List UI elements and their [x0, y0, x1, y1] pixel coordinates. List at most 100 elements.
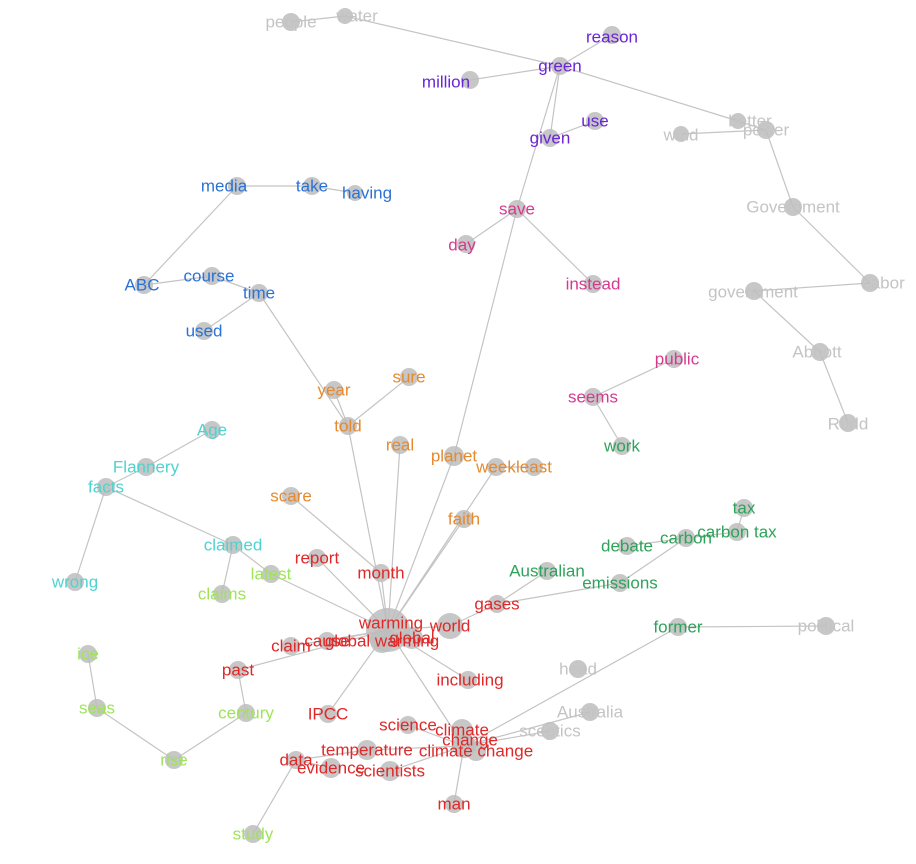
node-sceptics	[541, 722, 559, 740]
node-label-real: real	[386, 436, 414, 455]
edge-facts-wrong	[74, 486, 107, 583]
node-tax	[735, 499, 753, 517]
node-use	[586, 112, 604, 130]
edge-change-temperature	[366, 745, 465, 751]
node-scare	[282, 487, 300, 505]
node-label-world: world	[429, 617, 471, 636]
node-take	[303, 177, 321, 195]
node-australia	[581, 703, 599, 721]
node-reason	[603, 26, 621, 44]
node-seems	[584, 388, 602, 406]
node-label-day: day	[448, 236, 476, 255]
node-label-century: century	[218, 704, 274, 723]
node-climate-change	[466, 741, 486, 761]
node-rudd	[839, 414, 857, 432]
node-carbon	[677, 529, 695, 547]
node-label-claimed: claimed	[204, 536, 263, 555]
node-scientists	[380, 761, 400, 781]
node-label-ice: ice	[77, 645, 99, 664]
edge-told-warming	[347, 425, 389, 631]
node-label-ipcc: IPCC	[308, 705, 349, 724]
node-data	[287, 751, 305, 769]
node-planet	[444, 446, 464, 466]
node-label-sceptics: sceptics	[519, 722, 580, 741]
node-label-use: use	[581, 112, 608, 131]
node-label-faith: faith	[448, 510, 480, 529]
node-label-study: study	[233, 825, 274, 844]
node-label-save: save	[499, 200, 535, 219]
node-evidence	[321, 758, 341, 778]
edge-green-save	[516, 65, 561, 210]
node-label-data: data	[279, 751, 313, 770]
node-label-government: government	[708, 283, 798, 302]
node-month	[372, 564, 390, 582]
node-label-reason: reason	[586, 28, 638, 47]
edge-faith-warming	[387, 518, 465, 631]
edge-rise-century	[173, 712, 247, 761]
node-label-green: green	[538, 57, 581, 76]
node-label-global: global	[389, 629, 434, 648]
node-label-scare: scare	[270, 487, 312, 506]
edge-temperature-data	[295, 749, 368, 761]
node-people	[282, 13, 300, 31]
node-label-used: used	[186, 322, 223, 341]
node-label-cause: cause	[304, 632, 349, 651]
node-australian	[538, 562, 556, 580]
node-facts	[97, 478, 115, 496]
edge-emissions-gases	[496, 582, 621, 605]
edge-save-day	[465, 208, 518, 245]
edge-water-green	[344, 15, 561, 67]
edge-ice-seas	[87, 653, 98, 709]
node-century	[237, 704, 255, 722]
node-real	[391, 436, 409, 454]
node-label-week: week	[475, 458, 516, 477]
edge-time-used	[203, 292, 260, 332]
node-label-media: media	[201, 177, 248, 196]
node-label-abbott: Abbott	[792, 343, 841, 362]
node-told	[339, 417, 357, 435]
node-label-told: told	[334, 417, 361, 436]
edge-save-instead	[516, 208, 594, 285]
node-power	[757, 121, 775, 139]
node-label-rise: rise	[160, 751, 187, 770]
node-world	[437, 613, 463, 639]
node-label-seas: seas	[79, 699, 115, 718]
node-label-million: million	[422, 73, 470, 92]
node-week	[487, 458, 505, 476]
edge-warming-past	[237, 629, 389, 671]
node-label-people: people	[265, 13, 316, 32]
edge-people-water	[290, 15, 346, 23]
node-label-public: public	[655, 350, 700, 369]
node-past	[229, 661, 247, 679]
node-label-former: former	[653, 618, 702, 637]
edge-change-scientists	[389, 745, 465, 772]
node-government	[784, 198, 802, 216]
edge-planet-warming	[387, 455, 455, 631]
edge-save-planet	[453, 208, 518, 457]
edge-green-given	[549, 65, 561, 139]
node-label-latest: latest	[251, 565, 292, 584]
node-year	[325, 381, 343, 399]
edge-public-seems	[592, 358, 675, 398]
node-label-gases: gases	[474, 595, 519, 614]
node-label-climate: climate	[435, 721, 489, 740]
edge-abc-course	[143, 275, 213, 286]
edge-labor-government	[753, 282, 871, 292]
node-rise	[165, 751, 183, 769]
node-label-seems: seems	[568, 388, 618, 407]
node-ice	[79, 645, 97, 663]
node-claimed	[224, 536, 242, 554]
node-claim	[282, 637, 300, 655]
node-latest	[262, 565, 280, 583]
node-wind	[673, 126, 689, 142]
edge-abbott-rudd	[819, 351, 849, 424]
edge-time-told	[258, 292, 349, 427]
edge-wind-power	[680, 129, 767, 135]
node-water	[337, 8, 353, 24]
edge-scare-month	[290, 495, 382, 574]
node-label-emissions: emissions	[582, 574, 658, 593]
node-abbott	[811, 343, 829, 361]
node-green	[551, 57, 569, 75]
